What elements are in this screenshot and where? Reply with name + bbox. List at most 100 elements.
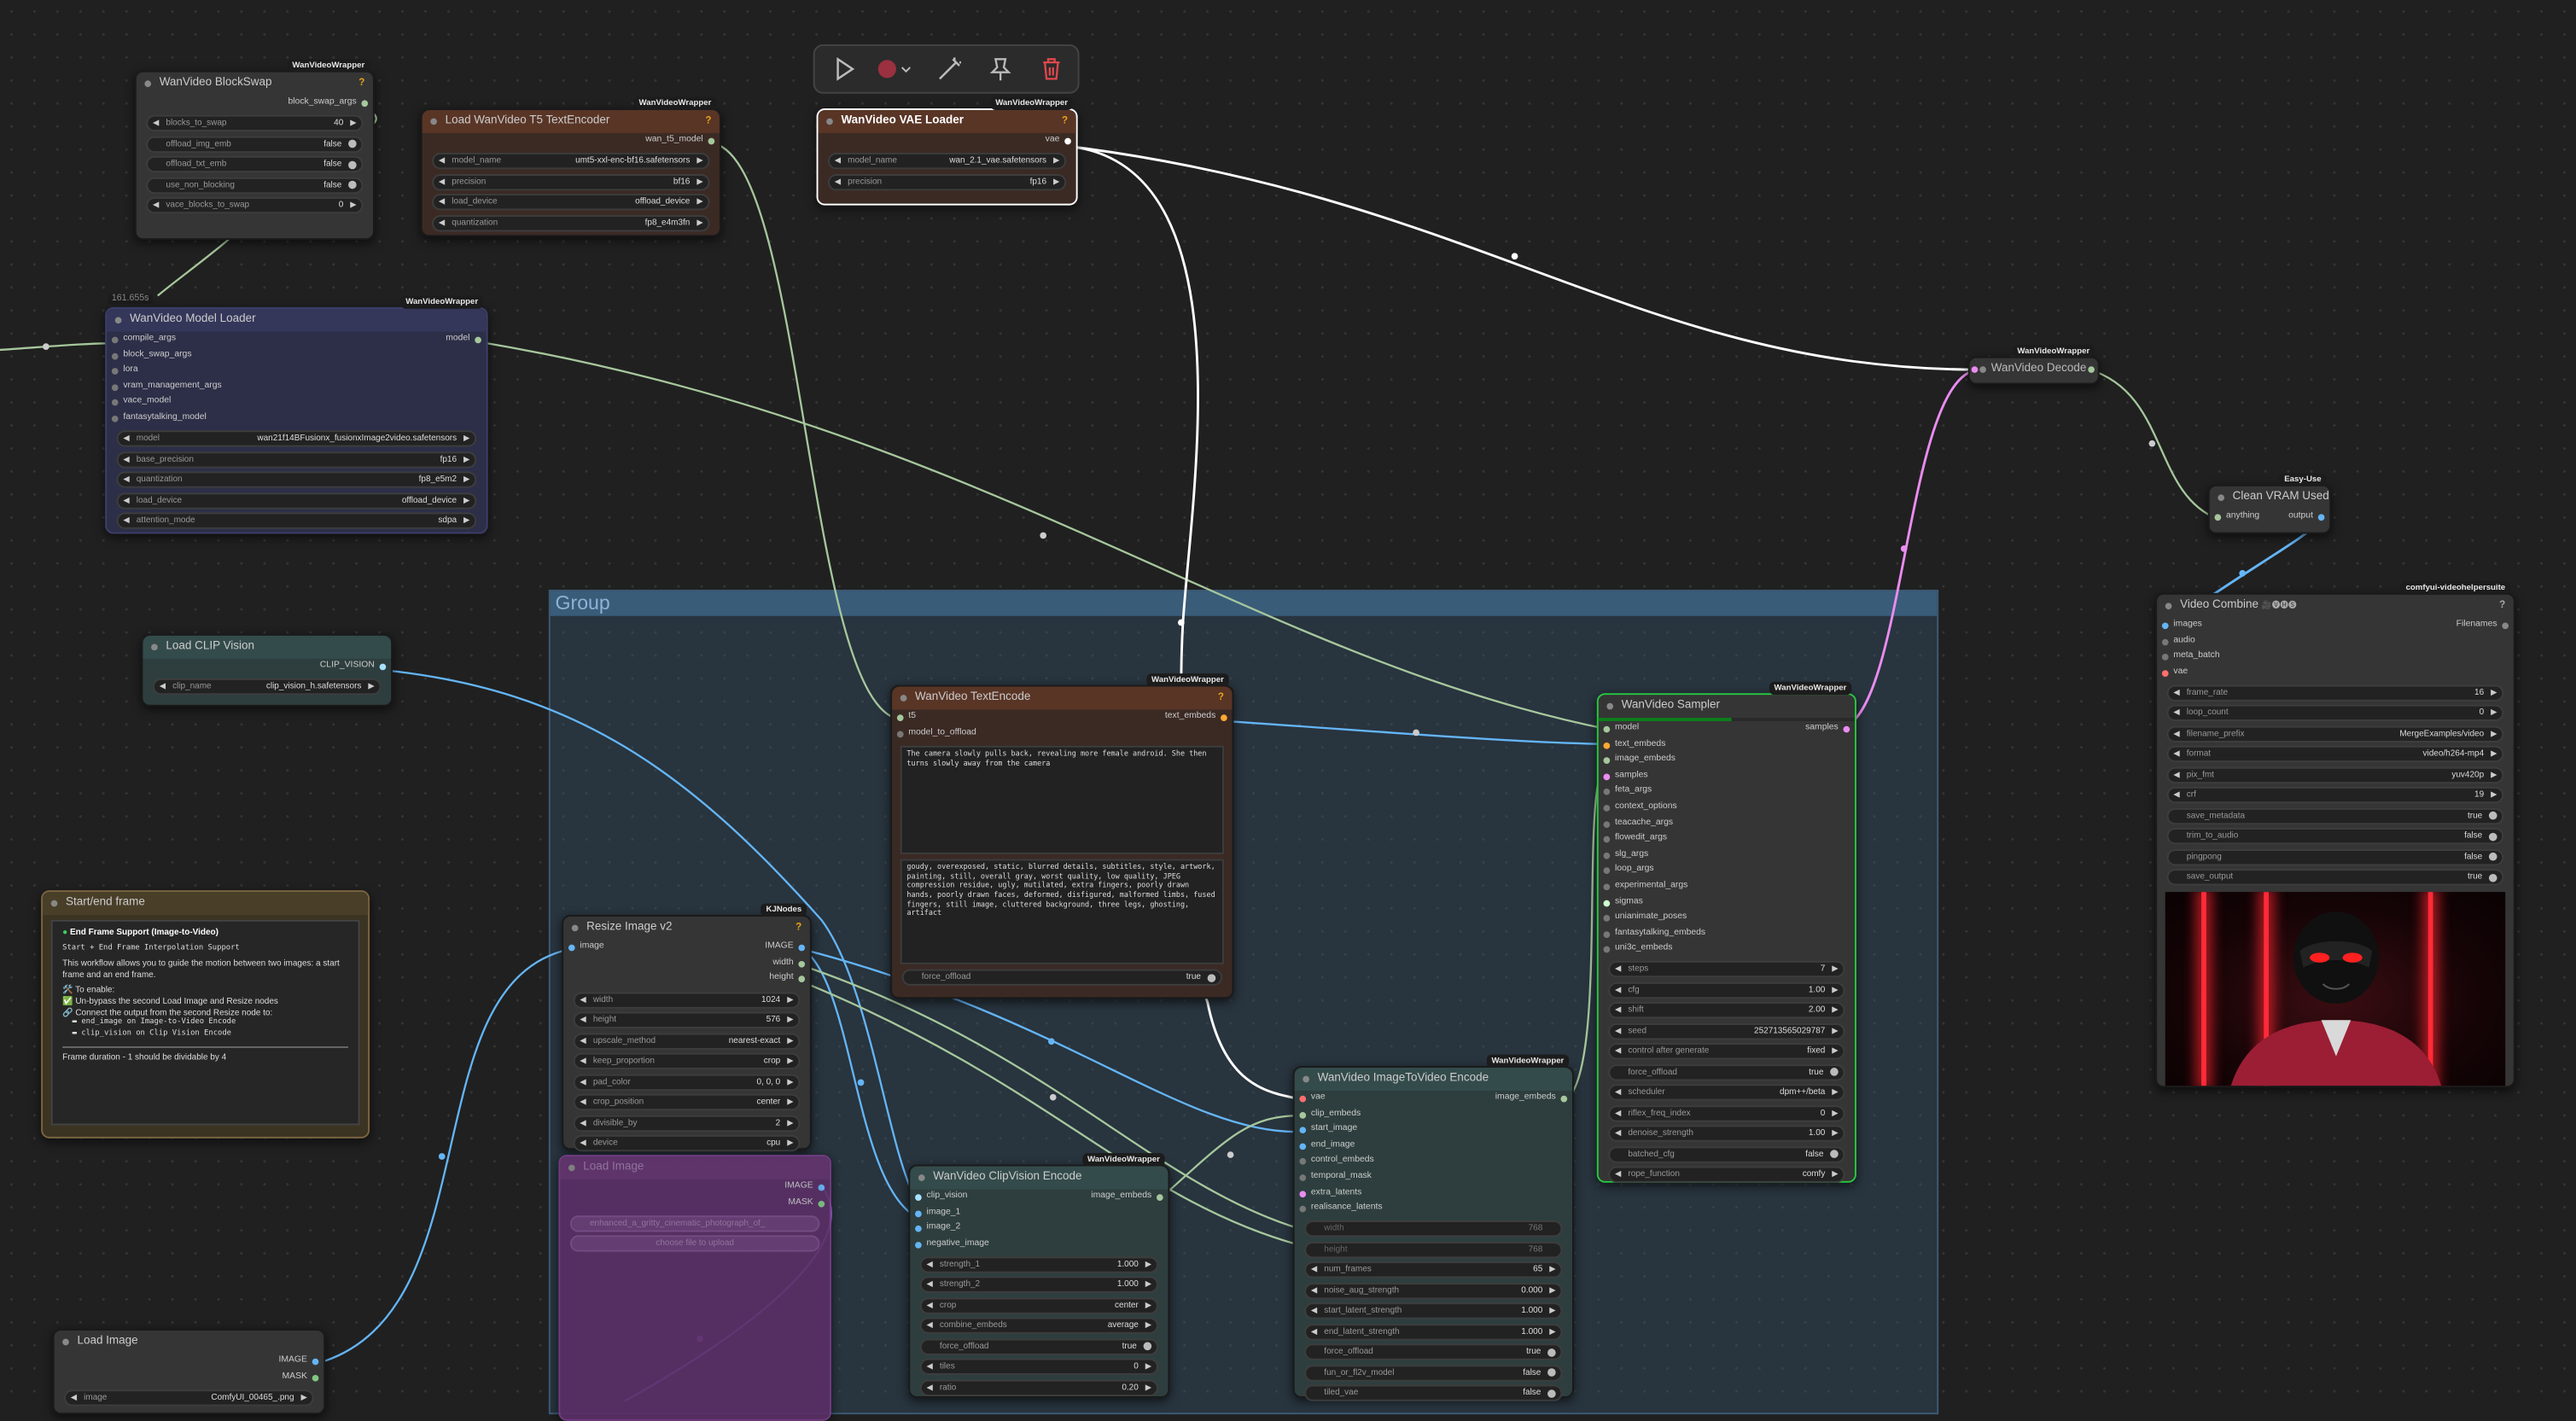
node-title[interactable]: WanVideo Sampler (1599, 695, 1855, 718)
negative-prompt-textarea[interactable]: goudy, overexposed, static, blurred deta… (900, 859, 1224, 965)
toggle-knob-icon[interactable] (348, 160, 357, 169)
increment-arrow-icon[interactable]: ▶ (2491, 770, 2497, 780)
input-slot-start-image[interactable]: start_image (1295, 1122, 1572, 1138)
input-slot-feta-args[interactable]: feta_args (1599, 784, 1855, 800)
increment-arrow-icon[interactable]: ▶ (787, 994, 794, 1005)
node-title[interactable]: WanVideo BlockSwap? (137, 73, 373, 96)
collapse-dot-icon[interactable] (114, 317, 122, 324)
decrement-arrow-icon[interactable]: ◀ (926, 1321, 933, 1331)
slot-pin-icon[interactable] (896, 730, 904, 737)
toggle-knob-icon[interactable] (348, 139, 357, 149)
input-slot-teacache-args[interactable]: teacache_args (1599, 816, 1855, 831)
input-slot[interactable]: image (563, 940, 661, 955)
decrement-arrow-icon[interactable]: ◀ (580, 1097, 586, 1108)
increment-arrow-icon[interactable]: ▶ (350, 200, 357, 211)
decrement-arrow-icon[interactable]: ◀ (152, 118, 160, 129)
slot-pin-icon[interactable] (1603, 867, 1611, 875)
slot-pin-icon[interactable] (1603, 820, 1611, 828)
output-slot[interactable]: CLIP_VISION (143, 659, 391, 674)
node-vae-loader[interactable]: WanVideoWrapper WanVideo VAE Loader? vae… (816, 96, 1078, 206)
decrement-arrow-icon[interactable]: ◀ (926, 1280, 933, 1290)
output-slot[interactable]: Filenames (2398, 618, 2514, 633)
slot-pin-icon[interactable] (915, 1226, 922, 1232)
increment-arrow-icon[interactable]: ▶ (2491, 749, 2497, 760)
input-slot-slg-args[interactable]: slg_args (1599, 847, 1855, 863)
output-slot-width[interactable]: width (695, 955, 810, 970)
decrement-arrow-icon[interactable]: ◀ (123, 434, 130, 444)
output-slot-image[interactable]: IMAGE (560, 1179, 830, 1195)
toggle-knob-icon[interactable] (1830, 1068, 1839, 1077)
collapse-dot-icon[interactable] (918, 1174, 925, 1181)
increment-arrow-icon[interactable]: ▶ (463, 495, 470, 505)
decrement-arrow-icon[interactable]: ◀ (2173, 790, 2180, 801)
increment-arrow-icon[interactable]: ▶ (787, 1015, 794, 1026)
decrement-arrow-icon[interactable]: ◀ (1614, 1108, 1622, 1119)
trash-icon[interactable] (1038, 55, 1064, 82)
slot-pin-icon[interactable] (1603, 757, 1611, 765)
input-slot-text-embeds[interactable]: text_embeds (1599, 737, 1855, 752)
slot-pin-icon[interactable] (1299, 1206, 1307, 1213)
input-slot-image-embeds[interactable]: image_embeds (1599, 753, 1855, 768)
decrement-arrow-icon[interactable]: ◀ (2173, 688, 2180, 698)
collapse-dot-icon[interactable] (571, 924, 579, 932)
collapse-dot-icon[interactable] (62, 1338, 69, 1346)
input-slot-clip-embeds[interactable]: clip_embeds (1295, 1106, 1572, 1121)
decrement-arrow-icon[interactable]: ◀ (1310, 1326, 1318, 1337)
slot-pin-icon[interactable] (818, 1200, 825, 1207)
node-title[interactable]: Load WanVideo T5 TextEncoder? (422, 109, 720, 133)
input-slot-context-options[interactable]: context_options (1599, 800, 1855, 815)
decrement-arrow-icon[interactable]: ◀ (926, 1301, 933, 1311)
slot-pin-icon[interactable] (798, 960, 806, 967)
increment-arrow-icon[interactable]: ▶ (1832, 964, 1839, 975)
node-title[interactable]: WanVideo Model Loader (107, 308, 487, 332)
slot-pin-icon[interactable] (1299, 1158, 1307, 1166)
slot-pin-icon[interactable] (1603, 773, 1611, 780)
decrement-arrow-icon[interactable]: ◀ (123, 475, 130, 485)
decrement-arrow-icon[interactable]: ◀ (2173, 770, 2180, 780)
increment-arrow-icon[interactable]: ▶ (1549, 1265, 1556, 1276)
slot-pin-icon[interactable] (1299, 1127, 1307, 1134)
decrement-arrow-icon[interactable]: ◀ (1614, 1170, 1622, 1180)
input-slot-samples[interactable]: samples (1599, 768, 1855, 783)
node-model-loader[interactable]: WanVideoWrapper WanVideo Model Loader mo… (105, 295, 488, 534)
slot-pin-icon[interactable] (111, 336, 119, 344)
slot-pin-icon[interactable] (1603, 789, 1611, 796)
decrement-arrow-icon[interactable]: ◀ (926, 1260, 933, 1270)
input-slot-sigmas[interactable]: sigmas (1599, 894, 1855, 910)
node-title[interactable]: WanVideo ClipVision Encode (910, 1166, 1169, 1190)
increment-arrow-icon[interactable]: ▶ (787, 1097, 794, 1108)
decrement-arrow-icon[interactable]: ◀ (580, 1117, 586, 1128)
toggle-knob-icon[interactable] (2488, 873, 2497, 882)
increment-arrow-icon[interactable]: ▶ (2491, 688, 2497, 698)
collapse-dot-icon[interactable] (151, 644, 158, 651)
decrement-arrow-icon[interactable]: ◀ (926, 1362, 933, 1372)
toggle-knob-icon[interactable] (1830, 1150, 1839, 1159)
note-start-end-frame[interactable]: Start/end frame ● End Frame Support (Ima… (41, 890, 370, 1139)
input-slot-experimental-args[interactable]: experimental_args (1599, 879, 1855, 894)
magic-wand-icon[interactable] (936, 55, 963, 82)
image-combo[interactable]: enhanced_a_gritty_cinematic_photograph_o… (569, 1214, 820, 1232)
node-clipvision-encode[interactable]: WanVideoWrapper WanVideo ClipVision Enco… (908, 1153, 1170, 1398)
increment-arrow-icon[interactable]: ▶ (1549, 1326, 1556, 1337)
increment-arrow-icon[interactable]: ▶ (2491, 729, 2497, 739)
slot-pin-icon[interactable] (2161, 638, 2169, 645)
collapse-dot-icon[interactable] (1971, 366, 1979, 373)
slot-pin-icon[interactable] (111, 383, 119, 391)
group-title[interactable]: Group (550, 591, 1938, 616)
input-slot-image-2[interactable]: image_2 (910, 1220, 1168, 1236)
decrement-arrow-icon[interactable]: ◀ (123, 515, 130, 527)
